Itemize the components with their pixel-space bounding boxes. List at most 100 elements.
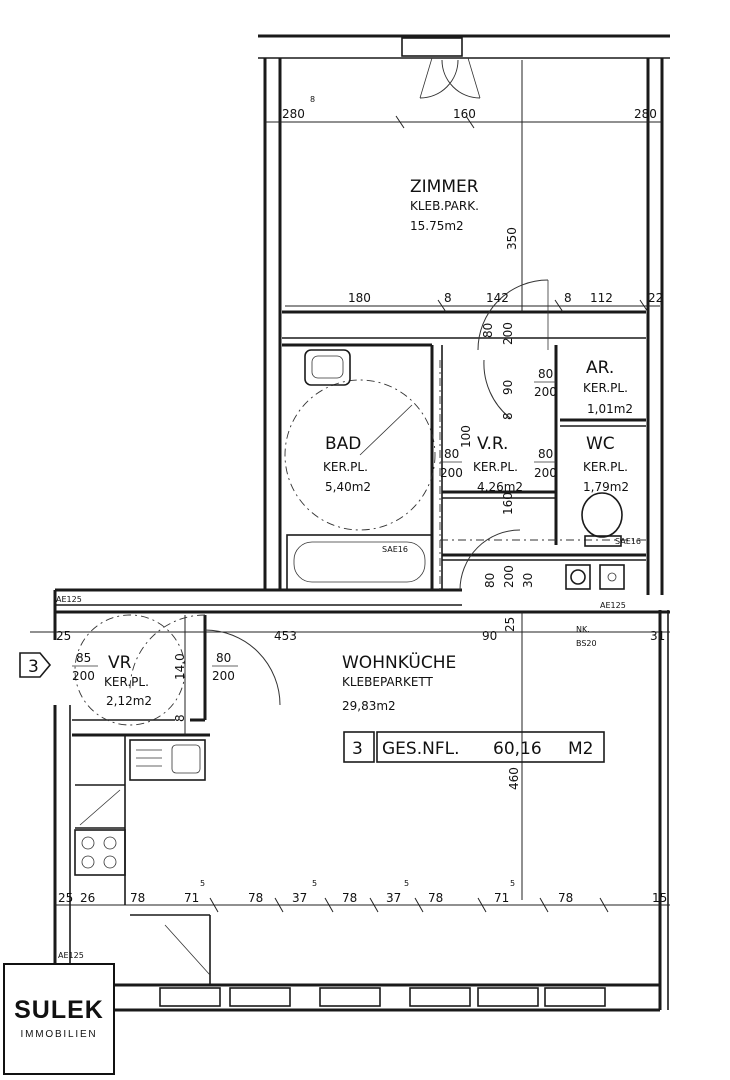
total-unit: M2 (568, 739, 593, 759)
annotation: SAE16 (615, 537, 641, 546)
dim-label: 200 (502, 565, 516, 588)
dim-label: 37 (292, 891, 307, 905)
annotation: SAE16 (382, 545, 408, 554)
room-floor: KLEB.PARK. (410, 199, 479, 213)
logo-subtitle: IMMOBILIEN (20, 1029, 98, 1040)
washbasin (304, 349, 351, 386)
dim-label: 90 (482, 629, 497, 643)
dim-label: 100 (459, 425, 473, 448)
dim-label: 80 (538, 447, 553, 461)
room-vr-mid: V.R. KER.PL. 4,26m2 (473, 434, 523, 494)
room-floor: KER.PL. (473, 460, 518, 474)
dim-label: 15 (652, 891, 667, 905)
dim-label: 200 (534, 385, 557, 399)
room-area: 5,40m2 (325, 480, 371, 494)
dim-label: 160 (453, 107, 476, 121)
dim-label: 80 (481, 323, 495, 338)
room-area: 1,79m2 (583, 480, 629, 494)
room-vr-left: VR KER.PL. 2,12m2 (104, 653, 152, 708)
bathtub (286, 534, 433, 591)
dim-label: 142 (486, 291, 509, 305)
room-name: BAD (325, 434, 361, 454)
dim-label: 280 (634, 107, 657, 121)
room-floor: KER.PL. (583, 460, 628, 474)
centre-lines (439, 360, 646, 590)
stove (74, 829, 126, 876)
room-bad: BAD KER.PL. 5,40m2 (323, 434, 371, 494)
window-top (401, 37, 463, 57)
room-area: 1,01m2 (587, 402, 633, 416)
dim-label: 160 (501, 492, 515, 515)
dim-label: 5 (404, 879, 409, 888)
dim-label: 200 (501, 322, 515, 345)
dim-label: 71 (494, 891, 509, 905)
dim-label: 350 (505, 227, 519, 250)
room-area: 29,83m2 (342, 699, 396, 713)
dim-label: 90 (501, 380, 515, 395)
dim-label: 25 (58, 891, 73, 905)
dim-label: 8 (173, 714, 187, 722)
entrance-marker: 3 (19, 652, 52, 678)
dim-label: 200 (534, 466, 557, 480)
doors (74, 57, 549, 726)
room-name: WC (586, 434, 615, 454)
dim-label: 30 (521, 573, 535, 588)
toilet (581, 492, 623, 538)
logo-name: SULEK (14, 996, 104, 1024)
dim-label: 80 (483, 573, 497, 588)
room-floor: KER.PL. (104, 675, 149, 689)
dim-label: 8 (501, 412, 515, 420)
dim-label: 200 (440, 466, 463, 480)
dim-label: 460 (507, 767, 521, 790)
room-name: WOHNKÜCHE (342, 651, 456, 673)
dim-label: 5 (200, 879, 205, 888)
dim-label: 8 (444, 291, 452, 305)
total-value: 60,16 (493, 739, 542, 759)
dim-label: 180 (348, 291, 371, 305)
total-number: 3 (352, 739, 363, 759)
dim-label: 8 (310, 95, 315, 104)
total-label: GES.NFL. (382, 739, 459, 759)
dim-label: 31 (650, 629, 665, 643)
room-floor: KER.PL. (323, 460, 368, 474)
room-zimmer: ZIMMER KLEB.PARK. 15.75m2 (410, 177, 479, 233)
room-area: 15.75m2 (410, 219, 464, 233)
annotation: AE125 (58, 951, 84, 960)
dim-label: 280 (282, 107, 305, 121)
dim-label: 453 (274, 629, 297, 643)
dim-label: 71 (184, 891, 199, 905)
company-logo: SULEK IMMOBILIEN (3, 963, 115, 1075)
dim-label: 26 (80, 891, 95, 905)
annotation: AE125 (56, 595, 82, 604)
room-area: 4,26m2 (477, 480, 523, 494)
kitchen-sink (129, 739, 206, 781)
annotations: AE125 AE125 AE125 SAE16 SAE16 NK. BS20 (56, 537, 641, 960)
room-wohnkueche: WOHNKÜCHE KLEBEPARKETT 29,83m2 (342, 651, 456, 713)
walls (53, 34, 670, 1012)
dim-label: 78 (428, 891, 443, 905)
dim-label: 25 (503, 617, 517, 632)
dim-label: 8 (564, 291, 572, 305)
room-name: V.R. (477, 434, 508, 454)
windows-bottom (159, 987, 606, 1007)
dim-label: 85 (76, 651, 91, 665)
room-floor: KLEBEPARKETT (342, 675, 434, 689)
dimension-labels: 280 8 160 280 350 180 8 142 8 112 22 80 … (56, 95, 667, 905)
dim-label: 80 (216, 651, 231, 665)
water-heater (565, 564, 591, 590)
room-name: AR. (586, 358, 614, 378)
dim-label: 112 (590, 291, 613, 305)
dim-label: 5 (510, 879, 515, 888)
dim-label: 80 (538, 367, 553, 381)
room-area: 2,12m2 (106, 694, 152, 708)
dim-label: 78 (248, 891, 263, 905)
dim-label: 14,0 (173, 653, 187, 680)
entrance-number: 3 (28, 657, 39, 677)
total-area-box: 3 GES.NFL. 60,16 M2 (343, 731, 605, 763)
dim-label: 200 (72, 669, 95, 683)
room-wc: WC KER.PL. 1,79m2 (583, 434, 629, 494)
dim-label: 200 (212, 669, 235, 683)
fixtures (74, 349, 625, 985)
room-floor: KER.PL. (583, 381, 628, 395)
